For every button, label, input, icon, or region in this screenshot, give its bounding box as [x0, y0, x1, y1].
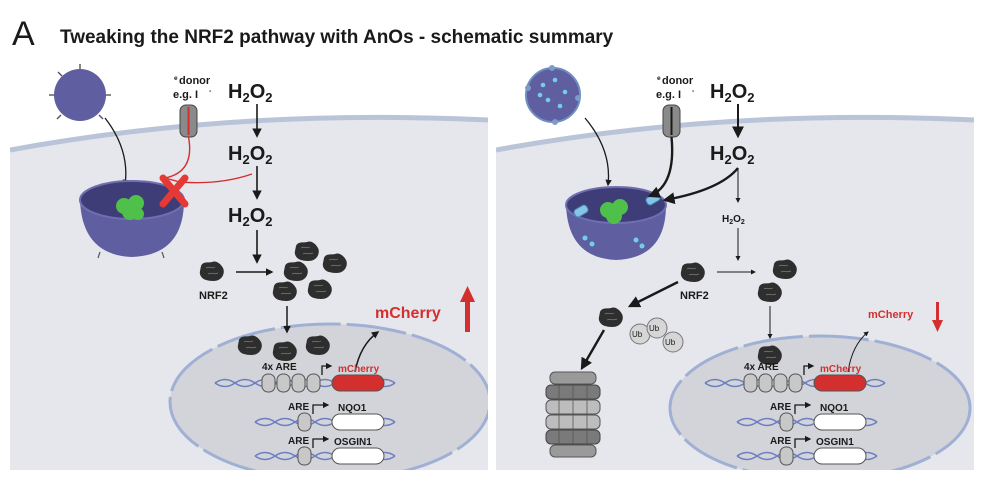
h2o2-label-2: H2O2	[228, 143, 272, 167]
transporter-icon	[179, 104, 198, 138]
nrf2-label: NRF2	[680, 290, 709, 302]
nrf2-label: NRF2	[199, 290, 228, 302]
transporter-icon	[662, 104, 681, 138]
anos-loaded-icon	[525, 65, 581, 125]
proteasome-icon	[545, 371, 601, 458]
h2o2-label-1: H2O2	[228, 81, 272, 105]
nqo1-label: NQO1	[338, 403, 367, 414]
dna-reporter	[214, 362, 396, 393]
dna-osgin1	[736, 435, 878, 466]
donor-sup-minus: -	[692, 88, 695, 95]
dna-nqo1	[254, 401, 396, 432]
nucleus	[168, 322, 488, 470]
dna-osgin1	[254, 435, 396, 466]
mcherry-output-label: mCherry	[868, 309, 914, 321]
are-4x-label: 4x ARE	[744, 362, 779, 373]
mcherry-output-label: mCherry	[375, 305, 441, 322]
cargo-icon	[116, 195, 144, 220]
nanoparticle-icon	[49, 64, 111, 121]
h2o2-label-1: H2O2	[710, 81, 754, 105]
block-x-icon	[159, 174, 189, 208]
donor-label: donor	[662, 75, 694, 87]
h2o2-label-2: H2O2	[710, 143, 754, 167]
are-4x-label: 4x ARE	[262, 362, 297, 373]
ubiquitin-icon	[629, 317, 684, 353]
figure-title: Tweaking the NRF2 pathway with AnOs - sc…	[60, 27, 614, 48]
are-label-osgin1: ARE	[288, 436, 309, 447]
donor-label: donor	[179, 75, 211, 87]
down-arrow-icon	[932, 302, 943, 332]
cell-membrane	[10, 114, 488, 153]
donor-example: e.g. I	[173, 89, 198, 101]
left-panel: e donor e.g. I - H2O2 H2O2 H2O2 NRF2	[10, 60, 488, 470]
donor-example: e.g. I	[656, 89, 681, 101]
nqo1-label: NQO1	[820, 403, 849, 414]
panel-letter: A	[12, 15, 35, 53]
donor-sup-e: e	[657, 75, 661, 82]
cargo-icon	[600, 199, 628, 224]
mcherry-gene-label: mCherry	[338, 364, 380, 375]
osgin1-label: OSGIN1	[334, 437, 372, 448]
mcherry-gene-label: mCherry	[820, 364, 862, 375]
are-label-nqo1: ARE	[770, 402, 791, 413]
donor-sup-minus: -	[209, 88, 212, 95]
are-label-osgin1: ARE	[770, 436, 791, 447]
are-label-nqo1: ARE	[288, 402, 309, 413]
endosome-icon	[79, 180, 185, 259]
ub-label-3: Ub	[665, 338, 676, 347]
ub-label-2: Ub	[649, 324, 660, 333]
endosome-icon	[565, 186, 667, 260]
dna-reporter	[704, 362, 886, 393]
right-panel: e donor e.g. I - H2O2 H2O2 H2O2 NRF2	[496, 60, 974, 470]
ub-label-1: Ub	[632, 330, 643, 339]
osgin1-label: OSGIN1	[816, 437, 854, 448]
h2o2-label-3: H2O2	[228, 205, 272, 229]
donor-sup-e: e	[174, 75, 178, 82]
cell-membrane	[496, 114, 974, 153]
nucleus	[668, 334, 972, 470]
h2o2-label-small: H2O2	[722, 214, 745, 226]
dna-nqo1	[736, 401, 878, 432]
up-arrow-icon	[460, 286, 475, 332]
